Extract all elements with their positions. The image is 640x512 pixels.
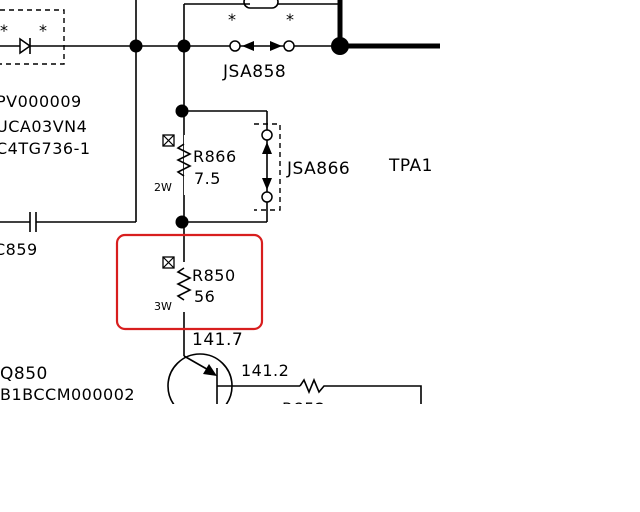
dashed-box-star-right: *	[39, 21, 48, 40]
jsa858-star-right: *	[286, 10, 295, 29]
jumper-jsa858	[229, 40, 340, 52]
r850-value-label: 56	[194, 287, 215, 306]
resistor-r850	[176, 262, 192, 312]
dashed-box-star-left: *	[0, 21, 9, 40]
jsa858-star-left: *	[228, 10, 237, 29]
bus-junction-dot	[331, 37, 349, 55]
tg-part-label: C4TG736-1	[0, 139, 91, 158]
transistor-q850	[167, 353, 300, 404]
q850-ref-label: Q850	[0, 364, 48, 384]
resistor-r866	[176, 135, 192, 195]
cap-ref-label: C859	[0, 240, 38, 259]
thick-bus	[337, 0, 440, 49]
r850-ref-label: R850	[192, 266, 236, 285]
junction-dot-2	[177, 39, 191, 53]
top-component	[243, 0, 340, 9]
resistor-r852	[299, 377, 422, 404]
r850-highlight-box	[115, 233, 264, 331]
uca-part-label: UCA03VN4	[0, 117, 87, 136]
schematic-content: * * PV000009 UCA03VN4 C4TG736-1 C859	[0, 0, 440, 418]
r866-watt-label: 2W	[154, 181, 172, 194]
junction-dot-1	[129, 39, 143, 53]
collector-voltage-label: 141.7	[192, 330, 243, 350]
pv-part-label: PV000009	[0, 92, 82, 111]
jsa858-label: JSA858	[222, 62, 286, 82]
q850-part-label: B1BCCM000002	[0, 385, 135, 404]
emitter-voltage-label: 141.2	[241, 361, 289, 380]
jsa866-label: JSA866	[286, 159, 350, 179]
dashed-diode-box	[0, 9, 65, 65]
r866-fuse-icon	[162, 134, 175, 147]
r866-ref-label: R866	[193, 147, 237, 166]
tpa-label: TPA1	[388, 156, 433, 176]
jumper-jsa866	[182, 110, 281, 223]
r866-value-label: 7.5	[194, 169, 221, 188]
r850-watt-label: 3W	[154, 300, 172, 313]
r850-fuse-icon	[162, 256, 175, 269]
capacitor-c859	[0, 212, 37, 232]
r852-ref-label: R852	[282, 399, 326, 418]
